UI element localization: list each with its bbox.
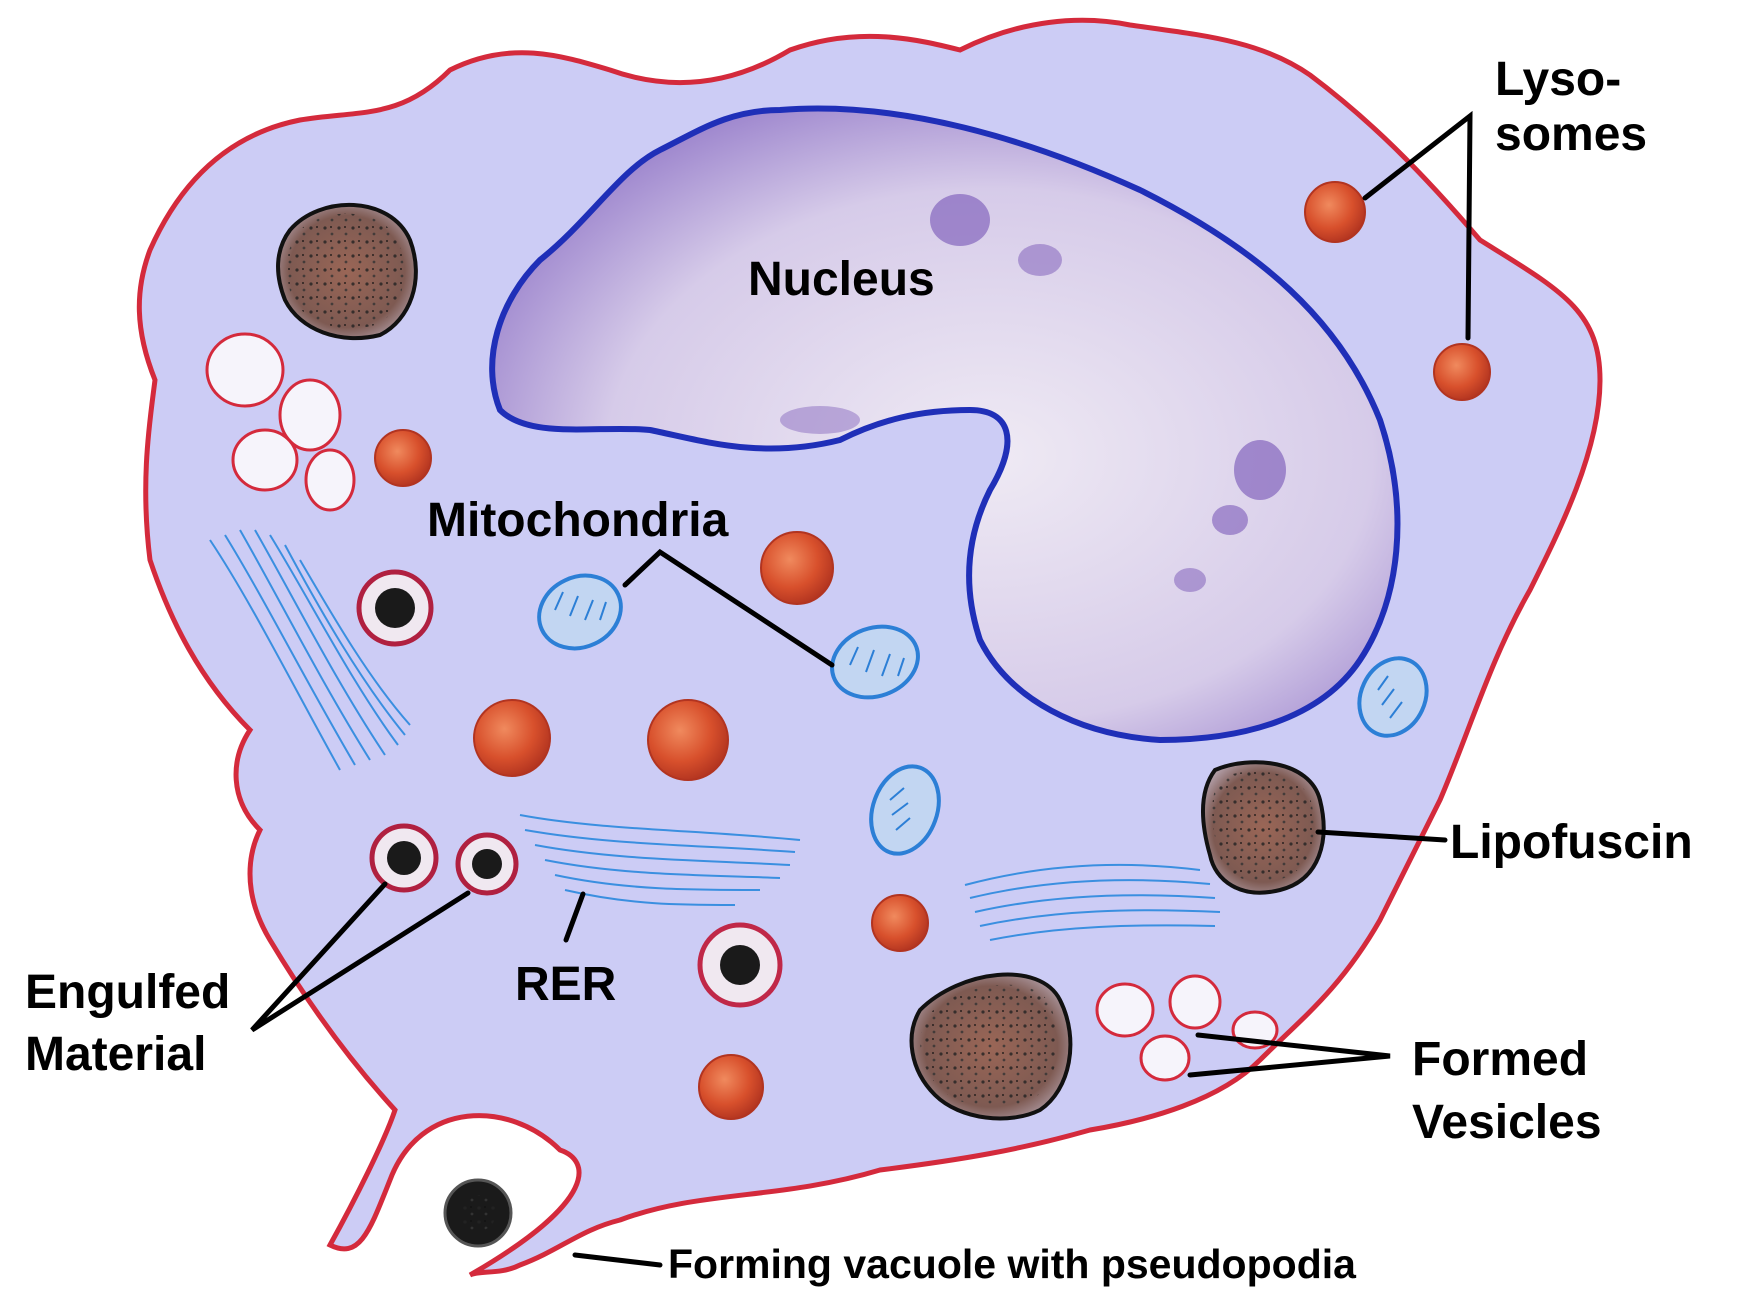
lysosome bbox=[374, 429, 432, 487]
lysosome bbox=[1304, 181, 1366, 243]
mitochondrion bbox=[537, 573, 623, 651]
label-nucleus: Nucleus bbox=[748, 253, 935, 306]
label-formed-line1: Formed bbox=[1412, 1033, 1588, 1086]
label-forming-vacuole: Forming vacuole with pseudopodia bbox=[668, 1241, 1357, 1287]
lipofuscin-granule bbox=[276, 202, 418, 341]
lysosome bbox=[760, 531, 834, 605]
label-mitochondria: Mitochondria bbox=[427, 494, 729, 547]
mitochondrion bbox=[830, 624, 920, 700]
mitochondria-group bbox=[537, 573, 1429, 856]
engulfed-material bbox=[356, 569, 783, 1248]
formed-vesicles-leader bbox=[1187, 1032, 1391, 1078]
rer-stack-left bbox=[209, 529, 411, 771]
label-formed-line2: Vesicles bbox=[1412, 1096, 1602, 1149]
mitochondrion bbox=[869, 764, 941, 856]
nuclear-envelope bbox=[489, 105, 1401, 744]
label-rer: RER bbox=[515, 958, 616, 1011]
rer-leader bbox=[563, 891, 586, 943]
vesicle-cluster-left bbox=[205, 332, 356, 512]
label-engulfed-line1: Engulfed bbox=[25, 966, 230, 1019]
lysosome-group bbox=[374, 181, 1491, 1120]
mitochondrion bbox=[1357, 656, 1429, 738]
label-lysosomes-line1: Lyso- bbox=[1495, 53, 1621, 106]
lysosome bbox=[647, 699, 729, 781]
rer-stack-center bbox=[519, 814, 801, 906]
engulfed-leader bbox=[250, 881, 471, 1033]
lysosome bbox=[473, 699, 551, 777]
label-engulfed-line2: Material bbox=[25, 1028, 206, 1081]
rer-stack-right bbox=[964, 864, 1221, 941]
lipofuscin-leader bbox=[1315, 829, 1448, 843]
lysosome bbox=[698, 1054, 764, 1120]
lysosome bbox=[1433, 343, 1491, 401]
leader-lines bbox=[250, 110, 1473, 1268]
lipofuscin-granule bbox=[1201, 760, 1326, 895]
forming-vacuole-leader bbox=[572, 1252, 663, 1268]
nucleus bbox=[489, 105, 1401, 744]
label-lipofuscin: Lipofuscin bbox=[1450, 816, 1693, 869]
lysosomes-leader bbox=[1362, 110, 1473, 341]
mitochondria-leader bbox=[622, 548, 835, 668]
formed-vesicles bbox=[1095, 974, 1279, 1082]
lysosome bbox=[871, 894, 929, 952]
lipofuscin-granule bbox=[909, 972, 1073, 1121]
label-lysosomes-line2: somes bbox=[1495, 108, 1647, 161]
